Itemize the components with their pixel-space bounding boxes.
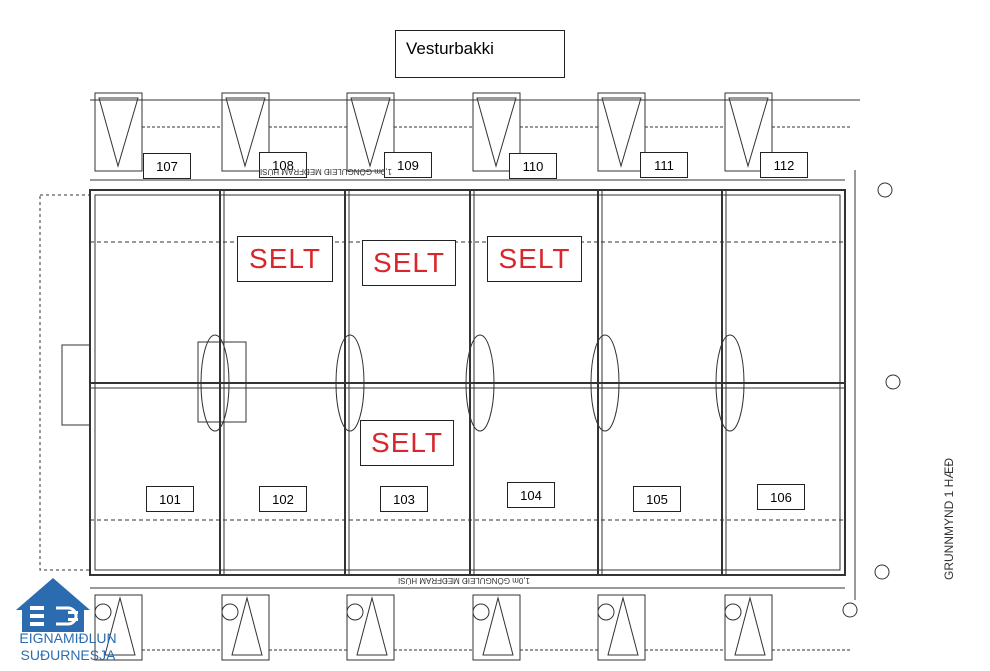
sold-badge-109: SELT	[362, 240, 456, 286]
bottom-bay-3	[346, 594, 395, 661]
left-annex	[61, 344, 91, 426]
top-unit-label-108: 108	[259, 152, 307, 178]
bottom-unit-label-104: 104	[507, 482, 555, 508]
top-bay-marker-6	[728, 97, 769, 168]
bottom-bay-1	[94, 594, 143, 661]
bottom-bay-marker-5	[607, 596, 639, 656]
bottom-bay-2	[221, 594, 270, 661]
bottom-bay-circle-5	[597, 603, 615, 621]
sold-badge-103: SELT	[360, 420, 454, 466]
bottom-unit-label-106: 106	[757, 484, 805, 510]
top-bay-3	[346, 92, 395, 172]
top-bay-5	[597, 92, 646, 172]
drawing-title: GRUNNMYND 1 HÆÐ	[942, 457, 956, 580]
property-title: Vesturbakki	[395, 30, 565, 78]
bottom-bay-circle-1	[94, 603, 112, 621]
top-unit-label-111: 111	[640, 152, 688, 178]
top-unit-label-110: 110	[509, 153, 557, 179]
top-unit-label-107: 107	[143, 153, 191, 179]
walkway-label-top: 1,0m GÖNGULEIÐ MEÐFRAM HÚSI	[259, 167, 392, 176]
corridor-fixture-2	[335, 334, 365, 432]
bottom-bay-4	[472, 594, 521, 661]
bottom-bay-circle-3	[346, 603, 364, 621]
bottom-bay-circle-2	[221, 603, 239, 621]
bottom-bay-circle-6	[724, 603, 742, 621]
axis-marker-2	[885, 374, 901, 390]
bottom-bay-circle-4	[472, 603, 490, 621]
bottom-bay-6	[724, 594, 773, 661]
sold-badge-110: SELT	[487, 236, 582, 282]
logo-text-line1: EIGNAMIÐLUN	[19, 630, 117, 646]
company-logo-icon	[16, 578, 90, 632]
walkway-label-bottom: 1,0m GÖNGULEIÐ MEÐFRAM HÚSI	[397, 576, 530, 585]
sold-badge-108: SELT	[237, 236, 333, 282]
corridor-fixture-5	[715, 334, 745, 432]
top-bay-2	[221, 92, 270, 172]
axis-marker-3	[874, 564, 890, 580]
bottom-bay-marker-3	[356, 596, 388, 656]
bottom-unit-label-103: 103	[380, 486, 428, 512]
top-bay-6	[724, 92, 773, 172]
top-bay-1	[94, 92, 143, 172]
stair-block	[197, 341, 247, 423]
axis-marker-4	[842, 602, 858, 618]
top-unit-label-112: 112	[760, 152, 808, 178]
top-bay-marker-5	[601, 97, 642, 168]
bottom-unit-label-105: 105	[633, 486, 681, 512]
top-bay-4	[472, 92, 521, 172]
logo-text-line2: SUÐURNESJA	[20, 647, 116, 663]
top-unit-label-109: 109	[384, 152, 432, 178]
bottom-bay-5	[597, 594, 646, 661]
corridor-fixture-3	[465, 334, 495, 432]
axis-marker-1	[877, 182, 893, 198]
left-dimension-frame	[39, 194, 91, 571]
top-bay-marker-1	[98, 97, 139, 168]
bottom-unit-label-102: 102	[259, 486, 307, 512]
bottom-bay-marker-1	[104, 596, 136, 656]
bottom-unit-label-101: 101	[146, 486, 194, 512]
top-bay-marker-2	[225, 97, 266, 168]
corridor-fixture-4	[590, 334, 620, 432]
bottom-bay-marker-4	[482, 596, 514, 656]
bottom-bay-marker-2	[231, 596, 263, 656]
corridor-fixture-1	[200, 334, 230, 432]
top-bay-marker-3	[350, 97, 391, 168]
top-bay-marker-4	[476, 97, 517, 168]
bottom-bay-marker-6	[734, 596, 766, 656]
